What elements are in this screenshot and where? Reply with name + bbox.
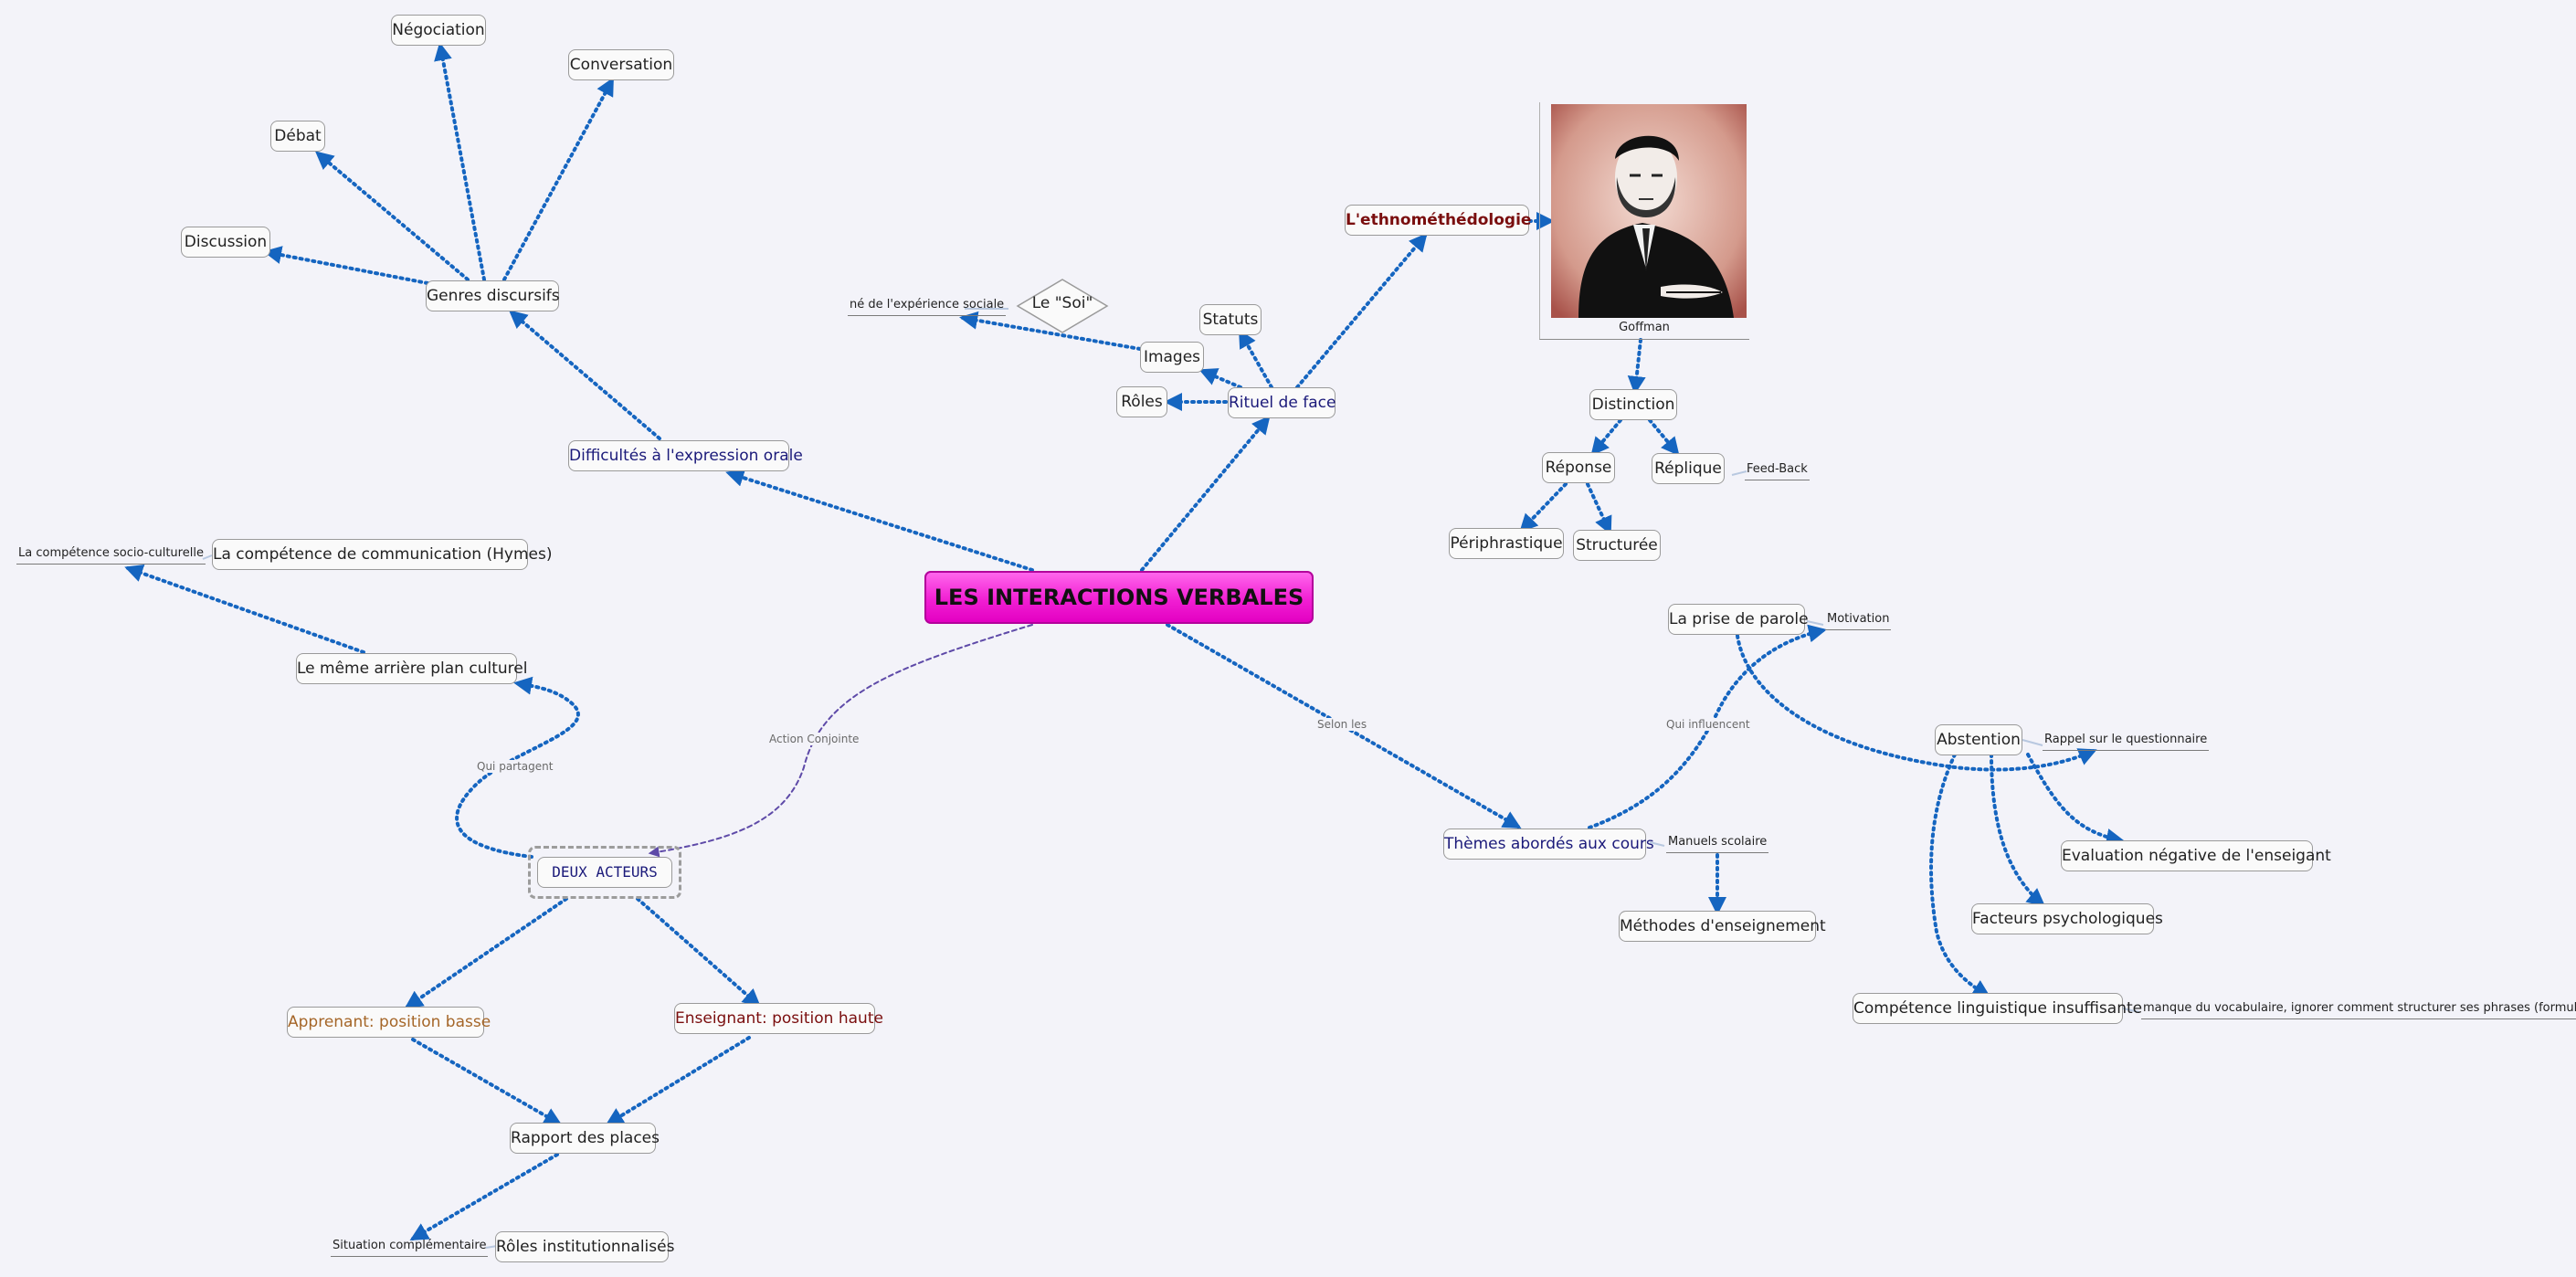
node-enseignant[interactable]: Enseignant: position haute (674, 1003, 883, 1034)
node-le-soi-label: Le "Soi" (1031, 294, 1093, 312)
node-distinction[interactable]: Distinction (1589, 389, 1677, 420)
node-competence-linguistique[interactable]: Compétence linguistique insuffisante (1853, 993, 2142, 1024)
label-feed-back: Feed-Back (1745, 462, 1810, 480)
goffman-portrait-image (1551, 104, 1747, 318)
node-roles-institutionnalises[interactable]: Rôles institutionnalisés (495, 1231, 674, 1262)
label-manuels-scolaire: Manuels scolaire (1666, 835, 1769, 853)
link-prise-rappel (1736, 634, 2097, 772)
link-distinction-replique (1648, 418, 1680, 457)
link-apprenant-rapport (411, 1038, 563, 1125)
node-competence-communication[interactable]: La compétence de communication (Hymes) (212, 539, 552, 570)
deux-acteurs-frame (528, 846, 681, 899)
link-genres-debat (314, 151, 470, 281)
node-facteurs-psychologiques[interactable]: Facteurs psychologiques (1971, 903, 2163, 934)
node-images[interactable]: Images (1140, 342, 1204, 373)
link-distinction-reponse (1590, 418, 1622, 457)
link-reponse-struct (1586, 482, 1612, 535)
link-goffman-distinction (1627, 338, 1646, 395)
root-node[interactable]: LES INTERACTIONS VERBALES (924, 571, 1314, 624)
node-reponse[interactable]: Réponse (1542, 452, 1615, 483)
node-replique[interactable]: Réplique (1652, 453, 1725, 484)
link-abstention-evaluation (2026, 753, 2125, 847)
label-ne-experience: né de l'expérience sociale (848, 298, 1007, 316)
link-root-rituel (1140, 415, 1271, 572)
link-deux-apprenant (404, 897, 568, 1009)
node-abstention[interactable]: Abstention (1935, 724, 2022, 755)
node-genres-discursifs[interactable]: Genres discursifs (426, 280, 560, 311)
link-abstention-facteurs (1990, 753, 2046, 907)
link-genres-discussion (263, 246, 429, 285)
label-situation-complementaire: Situation complémentaire (331, 1239, 489, 1257)
node-debat[interactable]: Débat (270, 121, 325, 152)
link-rituel-images (1198, 368, 1242, 389)
connector-label-qui-influencent: Qui influencent (1664, 718, 1752, 731)
link-meme-socio (124, 564, 365, 654)
link-enseignant-rapport (605, 1036, 751, 1126)
connector-label-selon-les: Selon les (1315, 718, 1369, 731)
link-root-difficultes (725, 469, 1034, 572)
node-difficultes[interactable]: Difficultés à l'expression orale (568, 440, 803, 471)
link-reponse-peri (1519, 482, 1568, 533)
label-rappel-questionnaire: Rappel sur le questionnaire (2043, 733, 2210, 751)
node-le-soi-diamond[interactable] (1016, 278, 1109, 334)
label-competence-socio: La compétence socio-culturelle (16, 546, 206, 565)
node-roles[interactable]: Rôles (1116, 386, 1167, 417)
node-meme-arriere-plan[interactable]: Le même arrière plan culturel (296, 653, 527, 684)
connector-label-action-conjointe: Action Conjointe (767, 733, 861, 745)
node-discussion[interactable]: Discussion (181, 227, 270, 258)
label-manque-vocabulaire: manque du vocabulaire, ignorer comment s… (2141, 1001, 2576, 1019)
link-genres-negociation (434, 42, 486, 281)
goffman-caption: Goffman (1619, 321, 1670, 334)
link-rituel-statuts (1239, 329, 1273, 389)
goffman-photo-frame (1539, 102, 1749, 340)
link-deux-enseignant (636, 897, 762, 1008)
node-rapport-des-places[interactable]: Rapport des places (510, 1123, 660, 1154)
connector-label-qui-partagent: Qui partagent (475, 760, 555, 773)
node-methodes-enseignement[interactable]: Méthodes d'enseignement (1619, 911, 1826, 942)
link-abstention-competence (1929, 753, 1991, 998)
node-periphrastique[interactable]: Périphrastique (1449, 528, 1564, 559)
link-rituel-ethno (1295, 232, 1428, 389)
node-themes-abordes[interactable]: Thèmes abordés aux cours (1443, 828, 1654, 860)
link-rapport-situation (409, 1153, 559, 1241)
node-rituel-de-face[interactable]: Rituel de face (1228, 387, 1336, 418)
node-statuts[interactable]: Statuts (1199, 304, 1262, 335)
node-prise-de-parole[interactable]: La prise de parole (1668, 604, 1809, 635)
link-genres-conversation (502, 77, 614, 281)
node-apprenant[interactable]: Apprenant: position basse (287, 1007, 491, 1038)
node-evaluation-negative[interactable]: Evaluation négative de l'enseigant (2061, 840, 2331, 871)
node-deux-acteurs[interactable]: DEUX ACTEURS (537, 857, 672, 888)
node-ethnomethodologie[interactable]: L'ethnométhédologie (1345, 205, 1531, 236)
link-difficultes-genres (508, 310, 661, 440)
label-motivation: Motivation (1825, 612, 1892, 630)
node-conversation[interactable]: Conversation (568, 49, 674, 80)
node-structuree[interactable]: Structurée (1573, 530, 1661, 561)
node-negociation[interactable]: Négociation (391, 15, 486, 46)
